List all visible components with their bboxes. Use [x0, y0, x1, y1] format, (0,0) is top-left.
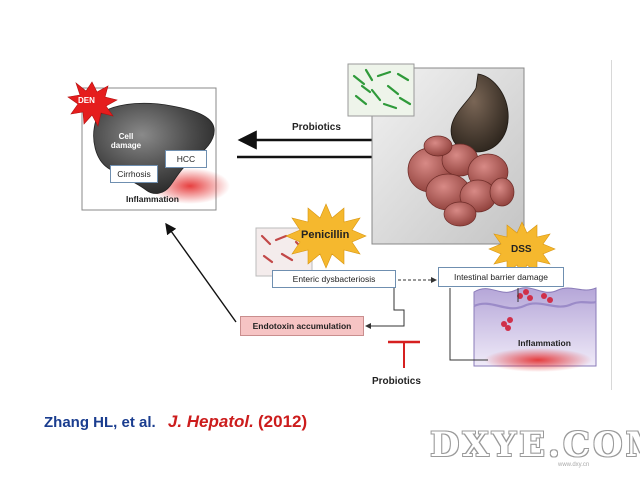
- hcc-box: HCC: [165, 150, 207, 168]
- den-label: DEN: [78, 96, 95, 105]
- probiotics-top-label: Probiotics: [292, 122, 341, 133]
- citation: Zhang HL, et al. J. Hepatol. (2012): [44, 412, 307, 432]
- gut-inflammation-glow: [484, 348, 592, 372]
- intestinal-barrier-damage-box: Intestinal barrier damage: [438, 267, 564, 287]
- slide-right-rule: [611, 60, 612, 390]
- penicillin-burst-icon: [285, 203, 367, 269]
- liver-inflammation-label: Inflammation: [126, 194, 179, 204]
- dss-label: DSS: [511, 244, 532, 255]
- cell-damage-label: Cell damage: [110, 132, 142, 150]
- probiotics-bottom-label: Probiotics: [372, 376, 421, 387]
- citation-journal: J. Hepatol.: [167, 412, 254, 431]
- bacteria-inset-frame: [347, 63, 415, 117]
- endotoxin-accumulation-box: Endotoxin accumulation: [240, 316, 364, 336]
- citation-authors: Zhang HL, et al.: [44, 414, 156, 431]
- enteric-dysbacteriosis-box: Enteric dysbacteriosis: [272, 270, 396, 288]
- citation-year: (2012): [258, 412, 308, 431]
- barrier-bacteria-illustration: [501, 289, 553, 331]
- mucosa-wave: [473, 300, 597, 310]
- gut-inflammation-label: Inflammation: [518, 338, 571, 348]
- barrier-down-connector: [449, 288, 488, 361]
- watermark-url: www.dxy.cn: [558, 462, 590, 468]
- gut-to-liver-long-arrow: [165, 222, 237, 323]
- dysbacteriosis-down-connector: [365, 288, 405, 329]
- cirrhosis-box: Cirrhosis: [110, 165, 158, 183]
- watermark-logo: DXYE.COM: [430, 425, 640, 465]
- gut-illustration: [407, 135, 515, 227]
- bacteria-illustration: [352, 68, 412, 110]
- penicillin-label: Penicillin: [301, 229, 350, 241]
- den-burst-icon: [67, 81, 118, 127]
